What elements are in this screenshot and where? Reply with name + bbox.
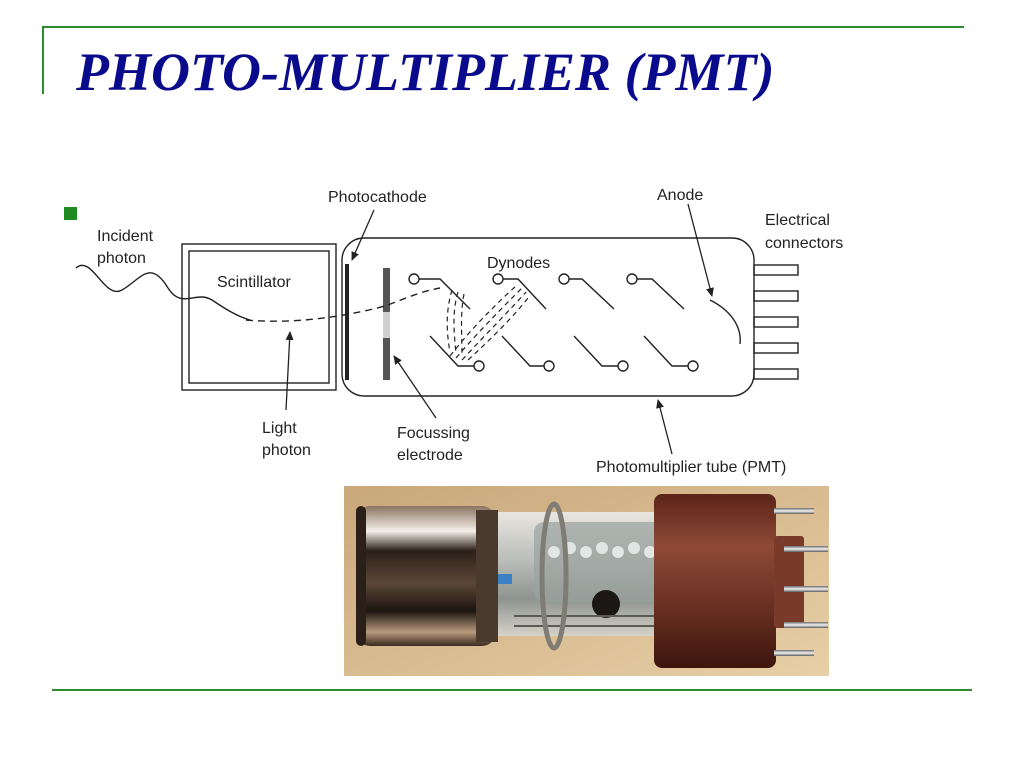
- focussing-electrode-label-line1: Focussing: [397, 425, 470, 442]
- anode-arrow: [687, 203, 714, 297]
- focussing-electrode-lower: [383, 338, 390, 380]
- electrical-connectors-label-line1: Electrical: [765, 212, 830, 229]
- scintillator-outer-box: [181, 243, 337, 391]
- electrical-connector-pins: [753, 264, 799, 380]
- pmt-photo: [344, 486, 829, 676]
- pmt-diagram: Incident photon Scintillator Photocathod…: [75, 187, 843, 476]
- upper-dynodes: [408, 273, 685, 310]
- dynodes-label: Dynodes: [487, 255, 550, 272]
- light-photon-arrow: [285, 331, 294, 411]
- focussing-electrode-arrow: [393, 355, 437, 419]
- focussing-electrode-aperture: [383, 312, 390, 338]
- incident-photon-label-line2: photon: [97, 250, 146, 267]
- electron-path: [245, 287, 441, 322]
- pmt-label: Photomultiplier tube (PMT): [596, 459, 786, 476]
- leader-arrows: [285, 203, 714, 455]
- lower-dynodes: [429, 335, 699, 372]
- photocathode-plate: [345, 264, 349, 380]
- light-photon-label-line1: Light: [262, 420, 297, 437]
- incident-photon-wave: [75, 264, 251, 321]
- electron-cascade: [446, 285, 529, 361]
- anode-label: Anode: [657, 187, 703, 204]
- title-frame-top-rule: [42, 26, 964, 28]
- pmt-arrow: [656, 399, 673, 455]
- light-photon-label-line2: photon: [262, 442, 311, 459]
- slide-title: PHOTO-MULTIPLIER (PMT): [76, 42, 775, 102]
- incident-photon-label-line1: Incident: [97, 228, 154, 245]
- electrical-connectors-label-line2: connectors: [765, 235, 843, 252]
- bottom-rule: [52, 689, 972, 691]
- title-frame-left-rule: [42, 26, 44, 94]
- focussing-electrode-upper: [383, 268, 390, 312]
- photocathode-label: Photocathode: [328, 189, 427, 206]
- scintillator-inner-box: [188, 250, 330, 384]
- photocathode-arrow: [351, 209, 375, 261]
- anode: [709, 299, 741, 345]
- focussing-electrode-label-line2: electrode: [397, 447, 463, 464]
- bullet-marker: [64, 207, 77, 220]
- scintillator-label: Scintillator: [217, 274, 291, 291]
